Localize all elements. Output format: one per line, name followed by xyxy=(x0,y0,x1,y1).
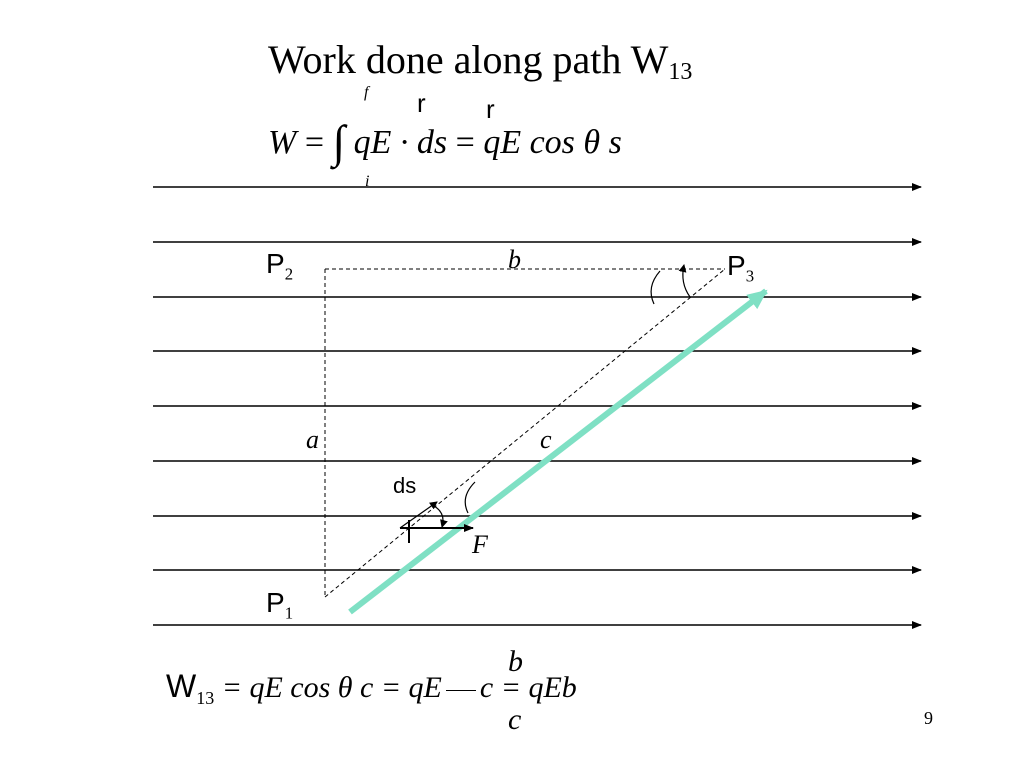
integral-upper-limit: f xyxy=(364,84,369,101)
label-p1: P1 xyxy=(266,587,293,624)
work-w13-formula: W13 = qE cos θ c = qE c = qEb xyxy=(166,668,577,709)
fraction-numerator: b xyxy=(508,645,523,678)
vector-mark-s: r xyxy=(486,94,495,124)
integral-sign: ∫ xyxy=(332,116,346,167)
side-c-dashed xyxy=(324,268,726,598)
w13-part1: = qE cos θ c = qE xyxy=(214,671,442,704)
w13-symbol: W xyxy=(166,668,197,704)
slide-title-subscript: 13 xyxy=(668,59,693,85)
label-p3-text: P xyxy=(727,250,746,281)
label-c: c xyxy=(540,425,552,454)
formula-lhs: W xyxy=(268,124,297,161)
formula-equals-1: = xyxy=(296,124,333,161)
integral-lower-limit: i xyxy=(365,173,370,190)
label-p2-text: P xyxy=(266,248,285,279)
label-p2: P2 xyxy=(266,248,293,285)
label-p3-sub: 3 xyxy=(745,266,755,286)
slide-title-text: Work done along path W xyxy=(268,37,669,82)
ds-vector xyxy=(399,501,438,529)
slide-title: Work done along path W13 xyxy=(268,36,692,86)
formula-equals-2: = xyxy=(447,124,484,161)
label-p1-sub: 1 xyxy=(284,603,294,623)
label-p2-sub: 2 xyxy=(284,264,294,284)
work-integral-formula: W = ∫ qE · ds = qE cos θ s xyxy=(268,115,622,168)
angle-arc-p3-left xyxy=(650,270,661,305)
label-ds: ds xyxy=(393,473,417,498)
fraction-denominator: c xyxy=(508,703,522,736)
page-number: 9 xyxy=(924,708,933,728)
label-b: b xyxy=(508,245,521,274)
w13-subscript: 13 xyxy=(196,688,215,708)
path-arrow xyxy=(348,288,768,615)
label-p3: P3 xyxy=(727,250,754,287)
w13-part2: c = qEb xyxy=(479,671,577,704)
label-p1-text: P xyxy=(266,587,285,618)
ds-angle-arc xyxy=(433,505,448,528)
formula-rhs: qE cos θ s xyxy=(483,124,622,161)
vector-mark-e: r xyxy=(417,88,426,118)
fraction-bar xyxy=(445,689,476,691)
label-a: a xyxy=(306,425,319,454)
angle-arc-path xyxy=(464,481,476,514)
formula-integrand: qE · ds xyxy=(353,124,448,161)
label-f: F xyxy=(472,530,488,559)
electric-field-lines xyxy=(153,183,922,629)
angle-arc-p3-right xyxy=(678,264,691,298)
